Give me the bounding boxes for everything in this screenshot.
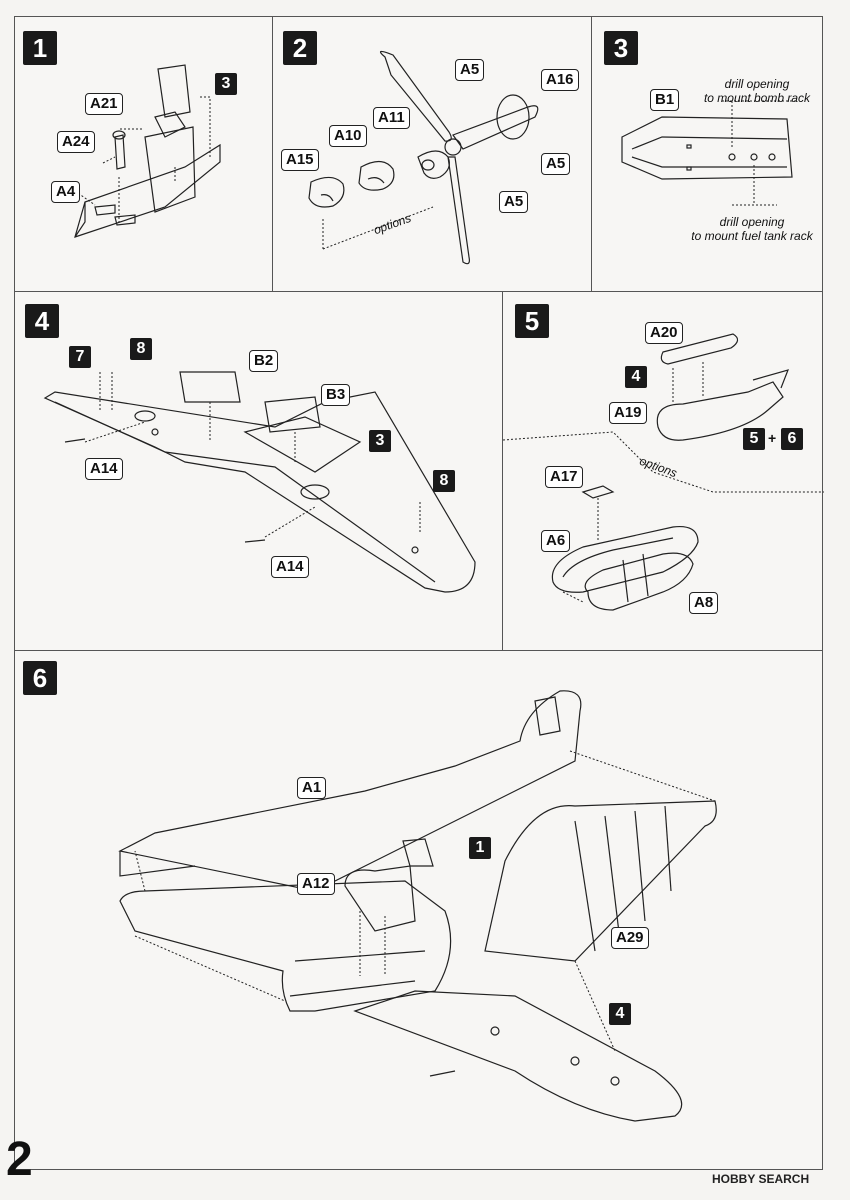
part-A20-label: A20 (645, 322, 683, 344)
part-A5-right-label: A5 (541, 153, 571, 175)
part-A14-left-label: A14 (85, 458, 123, 480)
page-number: 2 (6, 1133, 33, 1186)
step-5-number: 5 (515, 304, 549, 338)
part-B2-label: B2 (249, 350, 279, 372)
part-A10-label: A10 (329, 125, 367, 147)
ref-3-box: 3 (215, 73, 237, 95)
step-6-number: 6 (23, 661, 57, 695)
note-bomb-rack-text: drill opening to mount bomb rack (703, 77, 811, 105)
step-1-panel: 1 A21 A24 A4 3 (14, 16, 273, 292)
hobby-search-watermark: HOBBY SEARCH (712, 1172, 810, 1186)
step-4-number: 4 (25, 304, 59, 338)
ref-3-box: 3 (369, 430, 391, 452)
part-B1-label: B1 (650, 89, 680, 111)
drop-tank-drawing (502, 333, 824, 611)
part-A17-label: A17 (545, 466, 583, 488)
part-A4-label: A4 (51, 181, 81, 203)
part-A8-label: A8 (689, 592, 719, 614)
ref-5-box: 5 (743, 428, 765, 450)
ref-4-box: 4 (625, 366, 647, 388)
step-2-number: 2 (283, 31, 317, 65)
ref-4-box: 4 (609, 1003, 631, 1025)
seat-assembly-drawing (74, 64, 221, 238)
step-3-panel: 3 B1 drill opening to mount bomb rack dr… (591, 16, 823, 292)
part-A15-label: A15 (281, 149, 319, 171)
step-4-panel: 4 7 8 3 8 B2 B3 A14 A14 (14, 291, 503, 651)
ref-8-top-box: 8 (130, 338, 152, 360)
part-A24-label: A24 (57, 131, 95, 153)
step-6-panel: 6 A1 1 A12 A29 4 (14, 650, 823, 1170)
note-bomb-rack: drill opening to mount bomb rack (692, 77, 822, 105)
note-fuel-tank-rack-text: drill opening to mount fuel tank rack (691, 215, 813, 243)
ref-1-box: 1 (469, 837, 491, 859)
part-A16-label: A16 (541, 69, 579, 91)
part-A1-label: A1 (297, 777, 327, 799)
ref-7-box: 7 (69, 346, 91, 368)
plus-sign: + (768, 430, 777, 446)
fuselage-underside-drawing (621, 100, 797, 206)
part-A19-label: A19 (609, 402, 647, 424)
ref-6-box: 6 (781, 428, 803, 450)
part-A6-label: A6 (541, 530, 571, 552)
step-1-number: 1 (23, 31, 57, 65)
step-3-number: 3 (604, 31, 638, 65)
part-A12-label: A12 (297, 873, 335, 895)
fuselage-assembly-drawing (118, 690, 717, 1122)
propeller-drawing (308, 50, 539, 265)
part-A11-label: A11 (373, 107, 410, 129)
part-A21-label: A21 (85, 93, 123, 115)
part-A5-top-label: A5 (455, 59, 485, 81)
part-A29-label: A29 (611, 927, 649, 949)
step-5-panel: 5 A20 4 A19 5 + 6 options A17 A6 A8 (502, 291, 824, 651)
part-B3-label: B3 (321, 384, 351, 406)
part-A14-bottom-label: A14 (271, 556, 309, 578)
note-fuel-tank-rack: drill opening to mount fuel tank rack (682, 215, 822, 243)
step-2-panel: 2 A5 A16 A11 A10 A15 A5 A5 options (272, 16, 592, 292)
part-A5-bottom-label: A5 (499, 191, 529, 213)
ref-8-right-box: 8 (433, 470, 455, 492)
